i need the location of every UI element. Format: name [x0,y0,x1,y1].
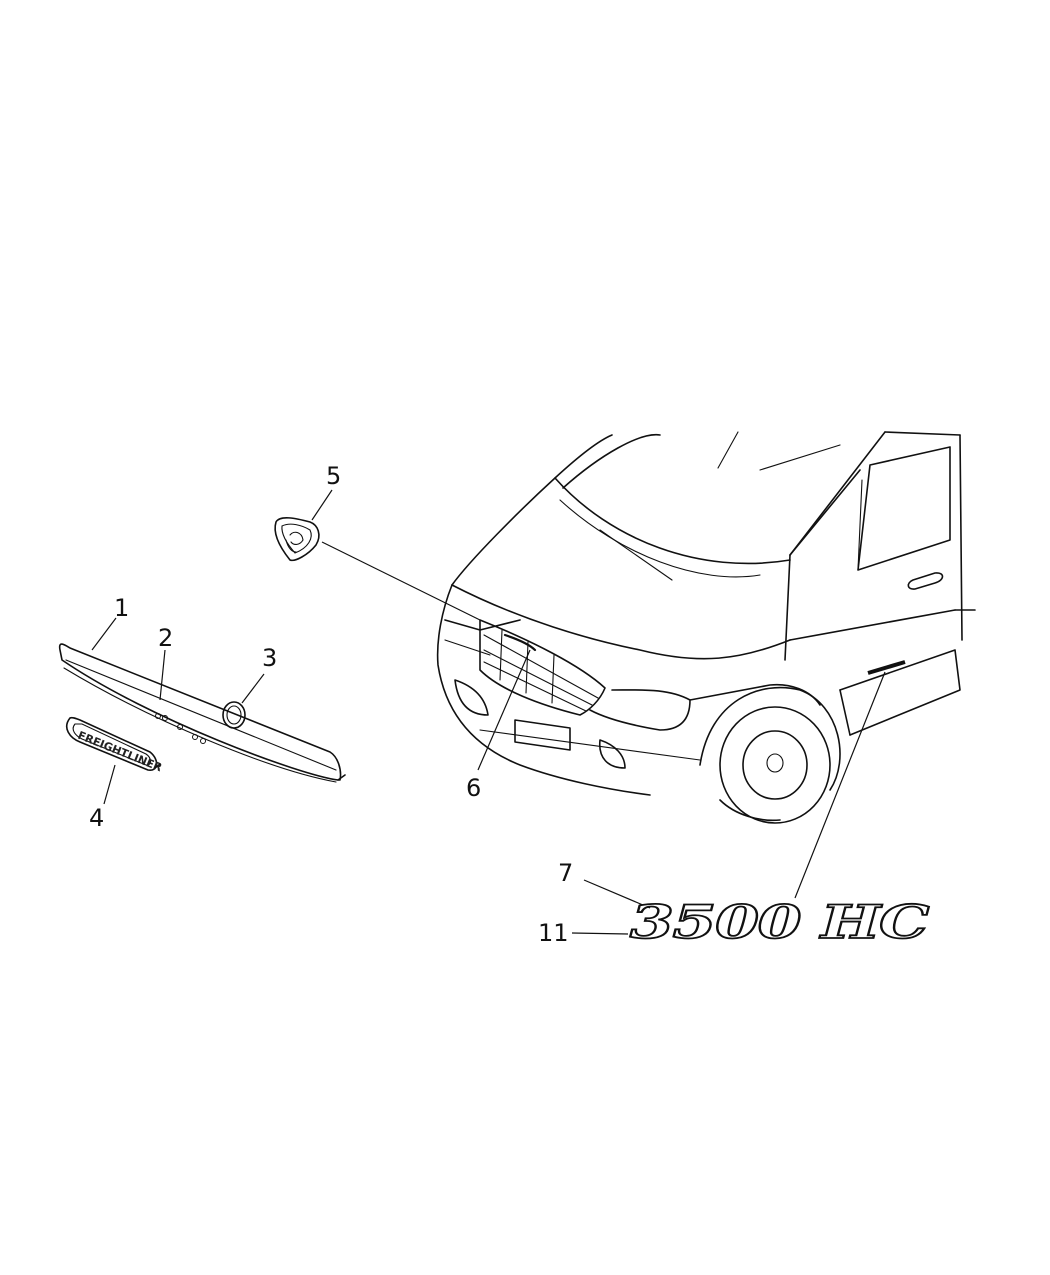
mounting-hole [200,738,206,744]
leader-4 [103,764,116,805]
callout-1: 1 [114,594,129,622]
mounting-hole [162,715,168,721]
mounting-hole [192,734,198,740]
leader-lines [91,489,886,935]
leader-7 [583,879,651,909]
callout-2: 2 [158,624,173,652]
ram-emblem-part [274,517,320,562]
leader-5 [311,489,333,521]
callout-4: 4 [89,804,104,832]
grille [479,619,606,716]
leader-5-vehicle [321,541,481,621]
callout-11: 11 [538,919,569,947]
callout-3: 3 [262,644,277,672]
freightliner-emblem-text: FREIGHTLINER [76,729,164,775]
mounting-hole [177,724,183,730]
leader-11 [571,932,629,935]
callout-7: 7 [558,859,573,887]
leader-1 [91,617,117,651]
trim-molding-part [58,643,346,783]
mounting-hole [155,713,161,719]
callout-6: 6 [466,774,481,802]
leader-badge-vehicle [794,671,886,899]
callout-5: 5 [326,462,341,490]
van-illustration [436,431,976,824]
leader-3 [241,673,265,704]
side-badge-location [867,660,906,675]
leader-2 [159,649,166,701]
front-wheel [699,686,841,824]
leader-6 [477,649,531,771]
small-emblem-part [222,701,246,729]
freightliner-emblem-part: FREIGHTLINER [65,716,164,775]
model-badge-3500hc: 3500 HC [630,895,930,949]
